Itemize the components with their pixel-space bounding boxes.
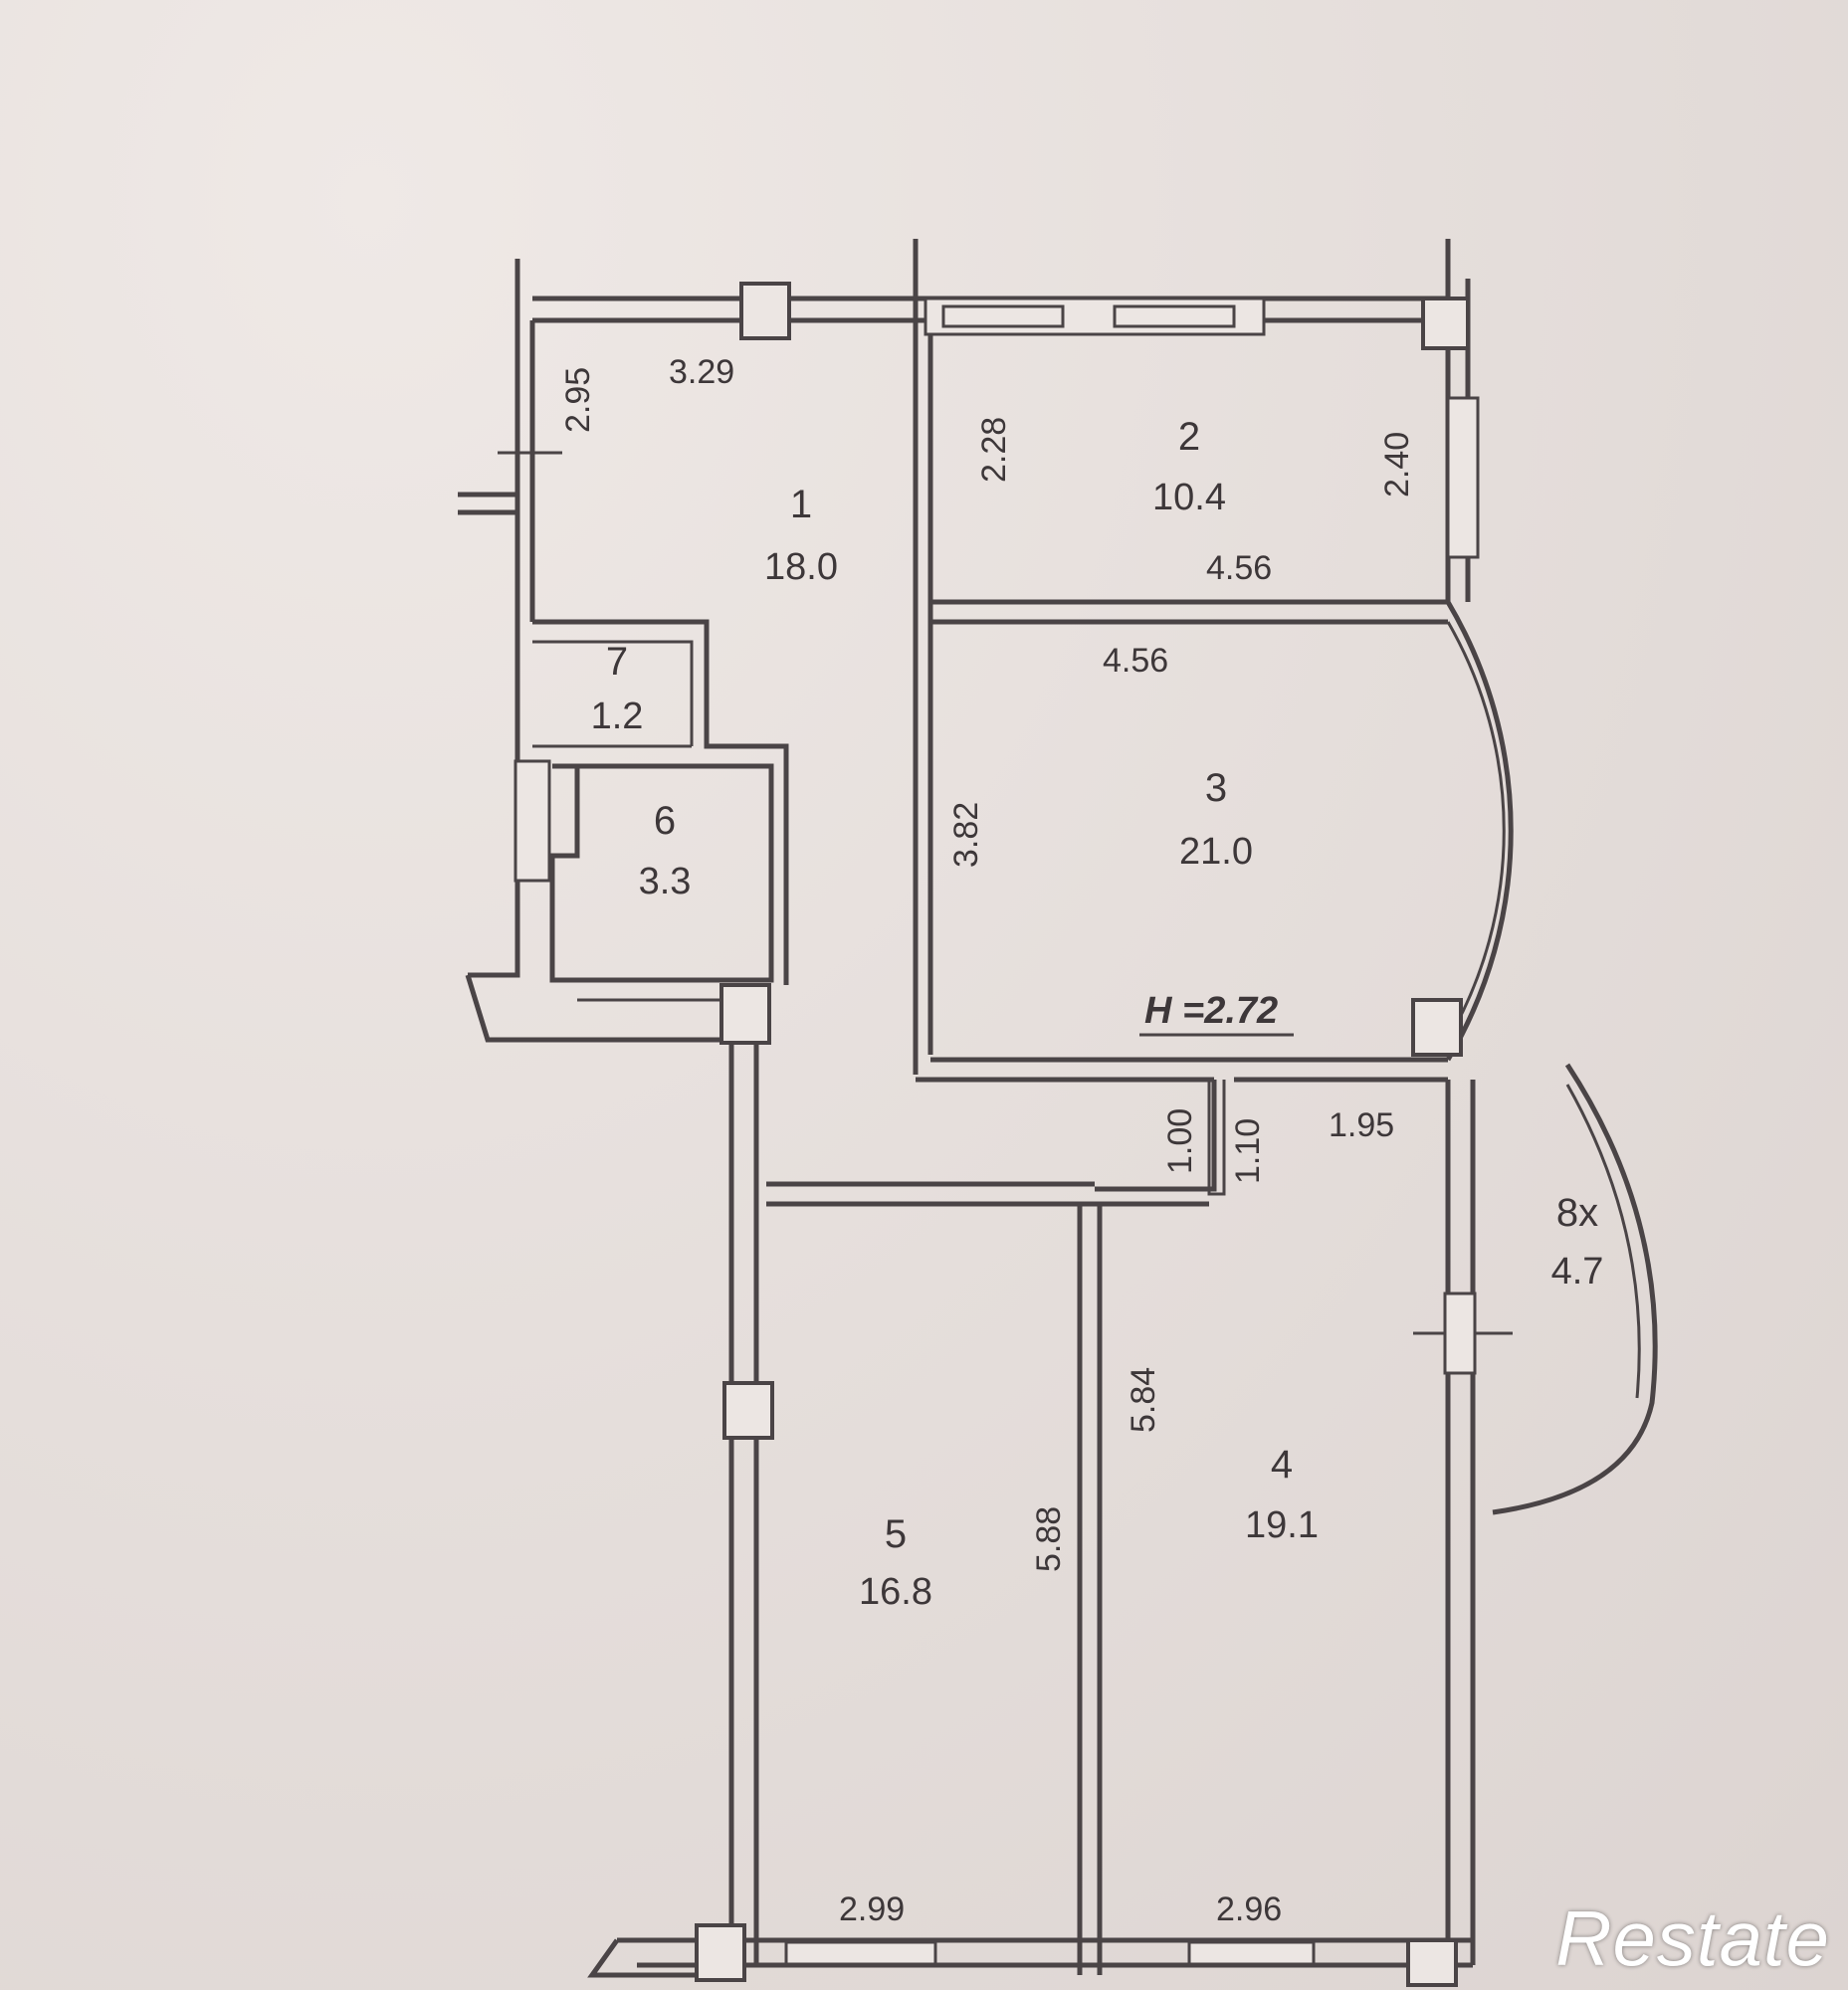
window-bottom-left (784, 1940, 937, 1966)
room-8-area: 4.7 (1551, 1251, 1604, 1293)
dim-hall-c: 1.95 (1329, 1106, 1394, 1144)
room-5-number: 5 (885, 1512, 907, 1556)
room-5-area: 16.8 (859, 1571, 932, 1613)
dim-r2-bottom: 4.56 (1206, 549, 1272, 587)
left-wall-mid (468, 498, 520, 978)
partition-2-3 (930, 599, 1448, 625)
columns (695, 282, 1470, 1987)
bottom-wall (617, 1937, 1473, 1968)
restate-logo: Restate (1555, 1894, 1830, 1982)
bay-arc-outer (1445, 600, 1514, 1062)
hall-bottom (766, 1181, 1209, 1207)
bottom-stub (587, 1938, 707, 1978)
dim-r2-right: 2.40 (1378, 432, 1416, 498)
room-6-number: 6 (654, 799, 676, 843)
dim-r4-left: 5.84 (1125, 1367, 1162, 1433)
radiator-1 (941, 304, 1065, 328)
column-top-2 (1421, 297, 1470, 350)
column-bay (1411, 998, 1463, 1057)
room-3-area: 21.0 (1179, 831, 1253, 873)
balcony-arc (1492, 1063, 1658, 1515)
dim-r4-bottom: 2.96 (1216, 1890, 1282, 1928)
room3-bottom (916, 1057, 1448, 1083)
room-7-area: 1.2 (591, 696, 644, 737)
dim-r2-left: 2.28 (975, 417, 1013, 483)
room-2-number: 2 (1178, 415, 1200, 459)
wc-inner (532, 640, 694, 748)
room-labels: 1 18.0 2 10.4 3 21.0 4 19.1 5 16.8 6 3.3… (591, 415, 1604, 1613)
left-wall-bottom (465, 974, 731, 1043)
ceiling-height: H =2.72 (1144, 990, 1278, 1032)
room-7-number: 7 (606, 640, 628, 684)
window-right (1446, 396, 1480, 559)
room4-right-wall (1445, 1080, 1476, 1965)
window-left (513, 759, 551, 883)
column-left-low (722, 1381, 774, 1440)
dim-r3-top: 4.56 (1103, 642, 1168, 680)
column-bottom-right (1406, 1938, 1458, 1987)
balcony-arc-inner (1565, 1084, 1641, 1399)
partition-1-2 (913, 239, 933, 1075)
room-4-area: 19.1 (1245, 1504, 1319, 1546)
hall-walls (1095, 1077, 1448, 1192)
door-balcony (1443, 1292, 1477, 1375)
dimension-labels: 3.29 2.95 2.28 2.40 4.56 4.56 3.82 H =2.… (559, 353, 1416, 1928)
bath-walls (549, 763, 774, 983)
dim-hall-a: 1.00 (1161, 1108, 1199, 1174)
column-top-1 (739, 282, 791, 340)
room-6-area: 3.3 (639, 861, 692, 902)
wc-walls (532, 619, 789, 985)
column-mid (719, 983, 771, 1045)
bay-arc-inner (1446, 621, 1506, 1041)
room-1-number: 1 (790, 483, 812, 526)
room-2-area: 10.4 (1152, 477, 1226, 518)
room-3-number: 3 (1205, 766, 1227, 810)
walls (458, 239, 1658, 1978)
entrance-wall (458, 492, 520, 515)
dim-r5-bottom: 2.99 (839, 1890, 905, 1928)
column-bottom-left (695, 1923, 746, 1982)
windows (513, 297, 1480, 1966)
window-bottom-right (1187, 1940, 1316, 1966)
left-wall-top (514, 259, 535, 622)
dim-hall-b: 1.10 (1229, 1118, 1267, 1184)
dim-r1-top: 3.29 (669, 353, 734, 391)
room5-left-wall (728, 1040, 759, 1965)
room-8-number: 8х (1556, 1191, 1598, 1235)
radiator-2 (1113, 304, 1236, 328)
hall-step (1207, 1080, 1226, 1196)
partition-4-5 (1077, 1204, 1103, 1975)
dim-r3-left: 3.82 (947, 802, 985, 868)
room-1-area: 18.0 (764, 546, 838, 588)
dim-r1-left: 2.95 (559, 367, 597, 433)
room-4-number: 4 (1271, 1443, 1293, 1487)
dim-r5-right: 5.88 (1030, 1506, 1068, 1572)
